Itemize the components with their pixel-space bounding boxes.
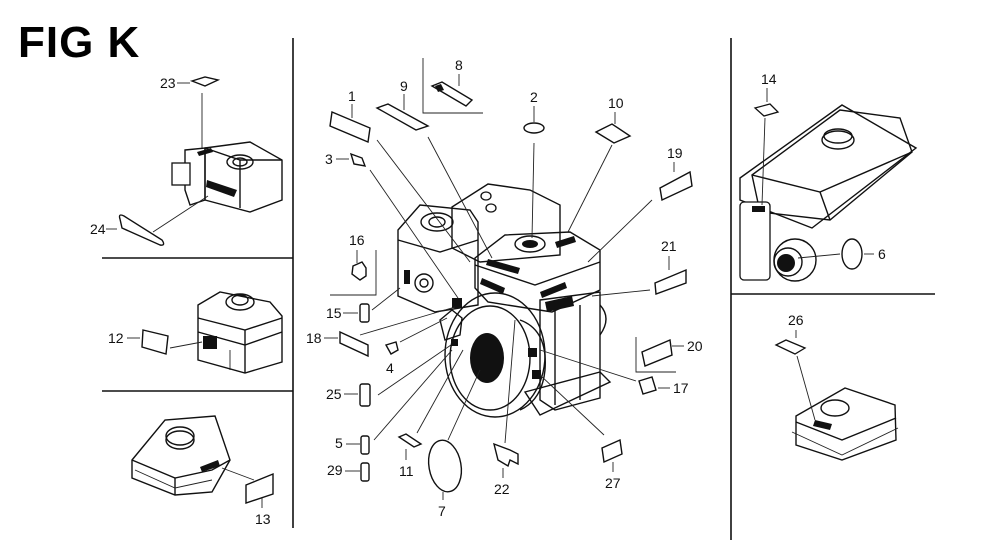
decal-23 <box>189 76 221 87</box>
decal-3 <box>349 152 367 167</box>
callout-label-4: 4 <box>386 360 394 376</box>
decal-8 <box>430 81 474 107</box>
callout-label-27: 27 <box>605 475 621 491</box>
callout-24: 24 <box>90 195 209 246</box>
decal-12 <box>141 329 169 355</box>
decal-20 <box>641 338 673 367</box>
inset-frame-16 <box>330 250 377 296</box>
callout-10: 10 <box>567 95 632 233</box>
callout-2: 2 <box>523 89 545 239</box>
callout-1: 1 <box>329 88 471 263</box>
air-cleaner-b <box>197 291 283 374</box>
callout-label-2: 2 <box>530 89 538 105</box>
decal-17 <box>638 376 657 395</box>
callout-21: 21 <box>591 238 687 297</box>
callout-22: 22 <box>492 319 519 497</box>
callout-label-15: 15 <box>326 305 342 321</box>
callout-27: 27 <box>539 374 623 491</box>
callout-label-19: 19 <box>667 145 683 161</box>
callout-label-26: 26 <box>788 312 804 328</box>
callout-23: 23 <box>160 75 221 148</box>
callout-19: 19 <box>587 145 693 263</box>
callout-7: 7 <box>427 369 481 519</box>
callout-4: 4 <box>384 317 448 376</box>
decal-25 <box>359 383 371 407</box>
decal-24 <box>118 214 165 246</box>
decal-21 <box>654 268 687 295</box>
panel-dividers <box>102 38 935 540</box>
callout-3: 3 <box>325 151 459 299</box>
callout-label-25: 25 <box>326 386 342 402</box>
fuel-tank <box>739 104 918 282</box>
callout-25: 25 <box>326 344 452 407</box>
decal-29 <box>360 462 370 482</box>
callout-label-12: 12 <box>108 330 124 346</box>
decal-27 <box>601 438 623 464</box>
air-cleaner-c <box>131 415 231 496</box>
decal-26 <box>774 339 807 355</box>
fuel-tank-small <box>791 387 899 461</box>
callout-14: 14 <box>753 71 780 206</box>
decal-9 <box>375 103 430 131</box>
callout-16: 16 <box>349 232 367 281</box>
decal-11 <box>397 433 423 448</box>
decal-10 <box>594 123 632 144</box>
callout-label-20: 20 <box>687 338 703 354</box>
callout-label-8: 8 <box>455 57 463 73</box>
decal-22 <box>492 442 519 468</box>
callout-label-14: 14 <box>761 71 777 87</box>
decal-5 <box>360 435 370 455</box>
callout-label-10: 10 <box>608 95 624 111</box>
callout-label-22: 22 <box>494 481 510 497</box>
callout-29: 29 <box>327 462 370 482</box>
callout-label-16: 16 <box>349 232 365 248</box>
decal-14 <box>753 103 780 117</box>
callout-label-6: 6 <box>878 246 886 262</box>
callout-11: 11 <box>397 349 464 479</box>
callout-label-21: 21 <box>661 238 677 254</box>
decal-4 <box>384 341 399 355</box>
callout-label-3: 3 <box>325 151 333 167</box>
inset-frame-8 <box>422 58 483 114</box>
callout-label-1: 1 <box>348 88 356 104</box>
callout-label-7: 7 <box>438 503 446 519</box>
figure-title: FIG K <box>18 18 141 67</box>
callout-6: 6 <box>797 238 886 270</box>
callout-8: 8 <box>430 57 474 107</box>
callout-26: 26 <box>774 312 816 421</box>
callout-label-23: 23 <box>160 75 176 91</box>
callout-label-17: 17 <box>673 380 689 396</box>
callout-label-5: 5 <box>335 435 343 451</box>
decal-16 <box>351 261 367 281</box>
callout-label-24: 24 <box>90 221 106 237</box>
callout-15: 15 <box>326 287 401 323</box>
decal-15 <box>359 303 370 323</box>
inset-frame-20 <box>635 337 676 373</box>
decal-7 <box>427 439 463 493</box>
callout-label-13: 13 <box>255 511 271 527</box>
air-cleaner-a <box>171 141 283 213</box>
callout-17: 17 <box>539 349 689 396</box>
callout-label-9: 9 <box>400 78 408 94</box>
decal-13 <box>245 472 274 504</box>
callout-label-18: 18 <box>306 330 322 346</box>
callout-18: 18 <box>306 306 456 358</box>
callout-label-11: 11 <box>399 463 414 479</box>
engine-body <box>397 183 612 418</box>
callout-13: 13 <box>221 467 274 527</box>
callout-5: 5 <box>335 349 453 455</box>
callout-9: 9 <box>375 78 493 259</box>
decal-19 <box>659 170 693 202</box>
decal-2 <box>523 122 545 134</box>
callout-12: 12 <box>108 329 203 355</box>
decal-6 <box>841 238 863 270</box>
decal-1 <box>329 111 371 143</box>
callout-20: 20 <box>641 338 703 367</box>
callout-label-29: 29 <box>327 462 343 478</box>
decal-18 <box>339 330 369 358</box>
